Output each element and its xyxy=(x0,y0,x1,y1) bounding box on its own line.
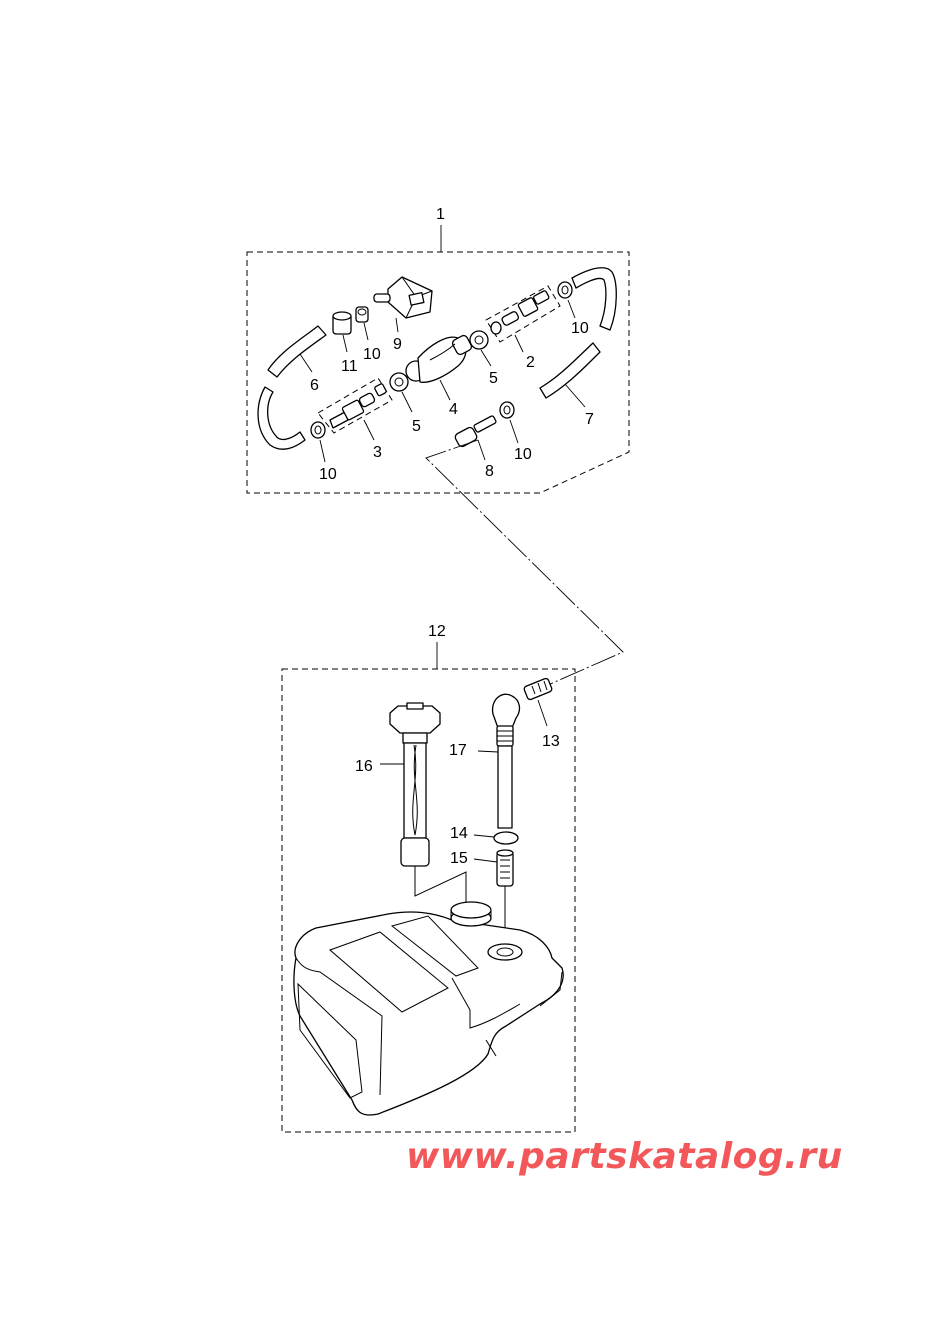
label-8: 8 xyxy=(485,463,494,480)
fuel-tank-assembly-group: 12 13 14 15 16 17 xyxy=(281,623,576,1133)
leader-5-right xyxy=(480,349,492,367)
label-10-lower-left: 10 xyxy=(319,466,337,483)
fuel-hose-upper-right xyxy=(571,267,617,331)
connector-8 xyxy=(454,415,497,448)
leader-17 xyxy=(477,750,499,753)
label-1: 1 xyxy=(436,206,445,223)
fuel-line-assembly-group: 1 2 3 4 5 5 6 7 8 9 10 10 10 10 11 xyxy=(246,206,630,494)
label-6: 6 xyxy=(310,377,319,394)
connector-assembly-3 xyxy=(317,377,393,434)
clip-10-upper-right xyxy=(557,281,573,299)
o-ring-14 xyxy=(493,831,519,845)
label-4: 4 xyxy=(449,401,458,418)
label-7: 7 xyxy=(585,411,594,428)
label-11: 11 xyxy=(341,358,358,375)
leader-10-lower-right xyxy=(509,419,519,444)
connector-assembly-2 xyxy=(485,285,561,343)
fuel-hose-6 xyxy=(257,325,327,450)
label-16: 16 xyxy=(355,758,373,775)
leader-13 xyxy=(537,699,548,727)
o-ring-5-left xyxy=(389,372,409,392)
leader-10-lower-left xyxy=(319,439,326,463)
label-5-right: 5 xyxy=(489,370,498,387)
clip-10-upper-left xyxy=(355,306,369,323)
leader-9 xyxy=(395,317,399,333)
gauge-guide-line xyxy=(414,866,467,910)
leader-7 xyxy=(564,383,586,408)
primer-bulb-4 xyxy=(405,334,473,383)
leader-8 xyxy=(477,439,486,461)
label-2: 2 xyxy=(526,354,535,371)
leader-10-upper-left xyxy=(363,322,369,341)
leader-14 xyxy=(473,834,495,838)
leader-3 xyxy=(363,419,375,441)
label-13: 13 xyxy=(542,733,560,750)
assembly-1-dashed-boundary xyxy=(246,251,630,494)
fuel-hose-7 xyxy=(539,342,601,399)
label-3: 3 xyxy=(373,444,382,461)
leader-10-upper-right xyxy=(567,299,576,319)
label-14: 14 xyxy=(450,825,468,842)
label-17: 17 xyxy=(449,742,467,759)
label-10-lower-right: 10 xyxy=(514,446,532,463)
connection-chain-line xyxy=(425,439,624,686)
clip-10-lower-left xyxy=(310,421,326,439)
leader-6 xyxy=(299,353,313,373)
watermark-text: www.partskatalog.ru xyxy=(406,1136,843,1177)
label-12: 12 xyxy=(428,623,446,640)
filter-15 xyxy=(496,849,514,887)
o-ring-5-right xyxy=(469,330,489,350)
leader-4 xyxy=(439,379,451,401)
label-15: 15 xyxy=(450,850,468,867)
fuel-tank xyxy=(293,901,564,1116)
sleeve-11 xyxy=(332,311,352,335)
label-10-upper-right: 10 xyxy=(571,320,589,337)
leader-2 xyxy=(514,334,524,353)
leader-11 xyxy=(342,334,348,353)
leader-15 xyxy=(473,858,498,863)
connector-13 xyxy=(523,677,553,701)
label-5-left: 5 xyxy=(412,418,421,435)
fuel-pickup-17 xyxy=(491,693,521,829)
label-9: 9 xyxy=(393,336,402,353)
label-10-upper-left: 10 xyxy=(363,346,381,363)
clip-10-lower-right xyxy=(499,401,515,419)
connector-9 xyxy=(373,276,433,319)
fuel-gauge-16 xyxy=(389,702,441,867)
leader-5-left xyxy=(401,391,413,413)
assembly-12-dashed-boundary xyxy=(281,668,576,1133)
